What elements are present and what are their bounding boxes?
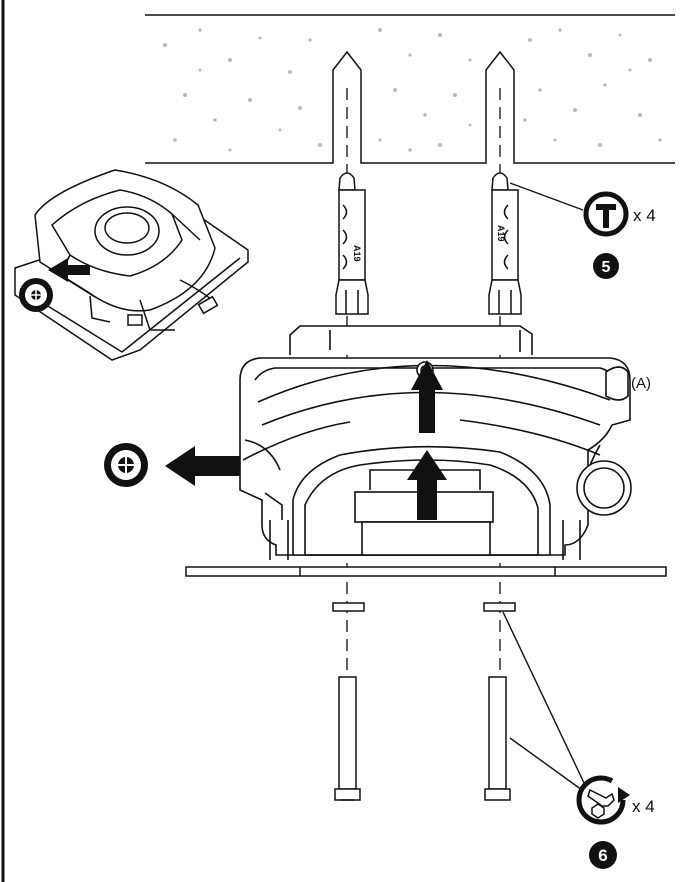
anchor-mark-right: A19 (496, 225, 506, 242)
step-number-5: 5 (602, 259, 611, 276)
mount-label-a: (A) (631, 375, 651, 392)
step-number-6: 6 (598, 846, 607, 865)
step-badge-5: 5 (593, 253, 619, 279)
mount-body (239, 325, 632, 560)
screw-left (334, 676, 361, 801)
wall-anchor-right (488, 172, 522, 315)
wrench-rotate-icon (576, 775, 630, 825)
screw-right (484, 676, 511, 801)
washer-left (332, 602, 365, 612)
washer-right (483, 602, 516, 612)
concrete-texture (163, 28, 662, 152)
inset-lock-release-icon (19, 278, 53, 312)
release-arrow (165, 446, 240, 486)
step-badge-6: 6 (589, 841, 617, 869)
hammer-circle-icon (583, 191, 629, 237)
ceiling-block (145, 14, 675, 164)
lock-release-icon (104, 443, 148, 487)
screw-count: x 4 (632, 797, 655, 816)
lift-arrows (407, 360, 447, 520)
anchor-callout-leader (509, 182, 584, 211)
screw-callout-leaders (502, 611, 586, 791)
anchor-count: x 4 (633, 206, 656, 225)
anchor-mark-left: A19 (352, 245, 362, 262)
inset-release-arrow (48, 258, 90, 282)
base-plate (185, 566, 667, 577)
wall-anchor-left (335, 172, 369, 315)
inset-mount-perspective (14, 169, 249, 361)
